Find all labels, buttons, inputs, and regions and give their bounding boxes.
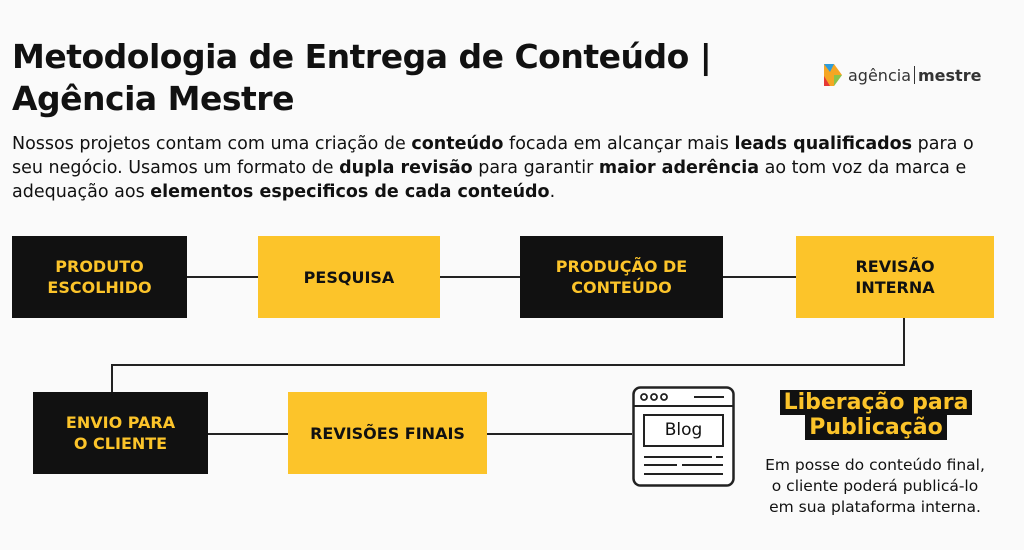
connector: [723, 276, 796, 278]
connector: [440, 276, 520, 278]
connector: [111, 364, 905, 366]
intro-highlight: elementos especificos de cada conteúdo: [150, 182, 550, 202]
blog-window-icon: Blog: [632, 386, 735, 487]
intro-text: focada em alcançar mais: [503, 134, 735, 154]
connector: [487, 433, 632, 435]
intro-text: para garantir: [472, 158, 599, 178]
intro-highlight: leads qualificados: [734, 134, 913, 154]
intro-text: .: [549, 182, 556, 202]
connector: [208, 433, 288, 435]
release-description: Em posse do conteúdo final, o cliente po…: [765, 456, 985, 516]
step-pesquisa: PESQUISA: [258, 236, 440, 318]
release-heading: Liberação para Publicação: [776, 390, 976, 440]
intro-text: Nossos projetos contam com uma criação d…: [12, 134, 412, 154]
blog-label: Blog: [664, 420, 703, 440]
step-revisoes-finais: REVISÕES FINAIS: [288, 392, 487, 474]
connector: [111, 364, 113, 392]
logo: agência mestre: [822, 62, 981, 88]
logo-icon: [824, 64, 842, 86]
step-revisao-interna: REVISÃO INTERNA: [796, 236, 994, 318]
connector: [903, 318, 905, 366]
step-producao: PRODUÇÃO DE CONTEÚDO: [520, 236, 723, 318]
intro-paragraph: Nossos projetos contam com uma criação d…: [12, 132, 992, 204]
intro-highlight: conteúdo: [411, 134, 504, 154]
step-produto-escolhido: PRODUTO ESCOLHIDO: [12, 236, 187, 318]
logo-text-left: agência: [848, 65, 911, 85]
page-title: Metodologia de Entrega de Conteúdo | Agê…: [12, 37, 712, 118]
logo-text-right: mestre: [918, 65, 982, 85]
intro-text: ao tom voz da marca e adequação aos: [12, 158, 967, 202]
intro-highlight: dupla revisão: [339, 158, 473, 178]
intro-highlight: maior aderência: [598, 158, 760, 178]
step-envio-cliente: ENVIO PARA O CLIENTE: [33, 392, 208, 474]
intro-text: para o seu negócio. Usamos um formato de: [12, 134, 974, 178]
connector: [187, 276, 258, 278]
